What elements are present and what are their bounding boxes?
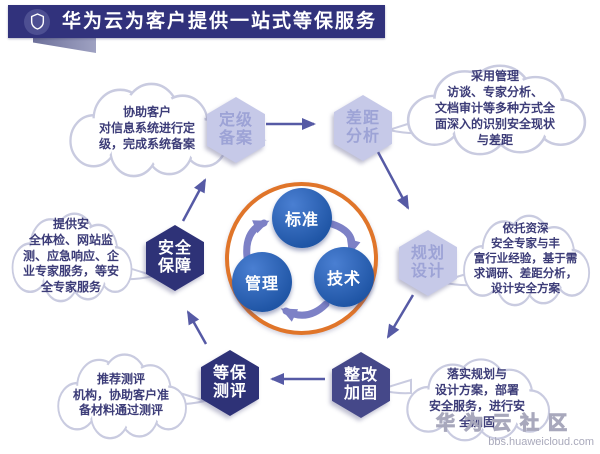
callout-cloud-dengbao-ceping: 推荐测评 机构，协助客户准 备材料通过测评 — [48, 351, 209, 440]
cloud-shape-icon — [406, 358, 551, 442]
cloud-shape-icon — [11, 212, 133, 303]
arrow-dengbao-to-anquan — [186, 310, 208, 345]
cloud-shape-icon — [406, 64, 587, 156]
callout-cloud-anquan-baozhang: 提供安 全体检、网站监 测、应急响应、企 业专家服务，等安 全专家服务 — [3, 210, 158, 303]
cloud-text: 采用管理 访谈、专家分析、 文档审计等多种方式全 面深入的识别安全现状 与差距 — [434, 69, 555, 147]
banner-ribbon-fold — [33, 36, 96, 53]
callout-cloud-zhenggai-jiagu: 落实规划与 设计方案，部署 安全服务，进行安 全加固 — [375, 356, 558, 442]
callout-cloud-dingji-beian: 协助客户 对信息系统进行定 级，完成系统备案 — [58, 80, 267, 178]
shield-icon — [24, 8, 50, 35]
watermark: 华为云社区 bbs.huaweicloud.com — [435, 413, 594, 448]
cloud-text: 推荐测评 机构，协助客户准 备材料通过测评 — [72, 371, 169, 418]
cloud-text: 落实规划与 设计方案，部署 安全服务，进行安 全加固 — [428, 367, 525, 429]
community-url: bbs.huaweicloud.com — [488, 436, 594, 448]
cloud-shape-icon — [69, 82, 228, 178]
arrow-chaju-to-guihua — [376, 151, 410, 210]
cloud-text: 协助客户 对信息系统进行定 级，完成系统备案 — [98, 105, 195, 151]
cloud-shape-icon — [57, 353, 187, 440]
community-logo-text: 华为云社区 — [435, 413, 576, 435]
callout-cloud-chaju-fenxi: 采用管理 访谈、专家分析、 文档审计等多种方式全 面深入的识别安全现状 与差距 — [385, 62, 596, 156]
arrow-anquan-to-dingji — [181, 178, 207, 222]
cloud-shape-icon — [463, 214, 591, 307]
cloud-text: 提供安 全体检、网站监 测、应急响应、企 业专家服务，等安 全专家服务 — [22, 216, 119, 295]
center-node-label: 管理 — [244, 276, 279, 293]
center-node-management: 管理 — [232, 252, 292, 312]
cloud-text: 依托资深 安全专家与丰 富行业经验，基于需 求调研、差距分析， 设计安全方案 — [473, 222, 578, 296]
arrow-guihua-to-zhenggai — [386, 294, 415, 339]
center-node-technology: 技术 — [314, 247, 374, 307]
hex-label: 整改 加固 — [332, 352, 390, 418]
callout-cloud-guihua-sheji: 依托资深 安全专家与丰 富行业经验，基于需 求调研、差距分析， 设计安全方案 — [437, 212, 597, 307]
header-banner: 华为云为客户提供一站式等保服务 — [8, 5, 385, 38]
center-node-standard: 标准 — [272, 188, 332, 248]
center-node-label: 标准 — [284, 212, 319, 229]
page-title: 华为云为客户提供一站式等保服务 — [62, 11, 378, 32]
hex-label: 差距 分析 — [334, 95, 392, 161]
center-node-label: 技术 — [326, 271, 361, 288]
hex-label: 等保 测评 — [201, 350, 259, 416]
